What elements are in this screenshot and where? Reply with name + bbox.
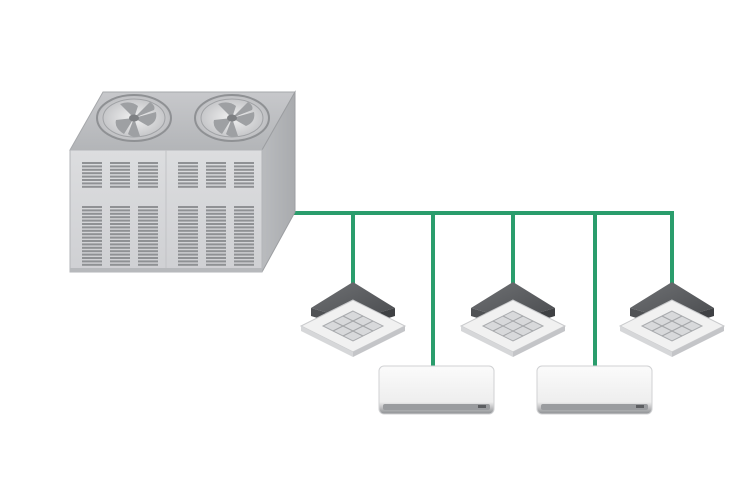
fan-left-icon xyxy=(96,94,172,142)
wall-unit-1 xyxy=(378,365,495,415)
cassette-unit-3 xyxy=(618,282,726,357)
outdoor-unit-louvers xyxy=(82,162,254,266)
fan-right-icon xyxy=(194,94,270,142)
wall-unit-2 xyxy=(536,365,653,415)
cassette-unit-1 xyxy=(299,282,407,357)
outdoor-condenser-unit xyxy=(69,90,296,273)
cassette-unit-2 xyxy=(459,282,567,357)
refrigerant-pipes xyxy=(290,211,674,370)
